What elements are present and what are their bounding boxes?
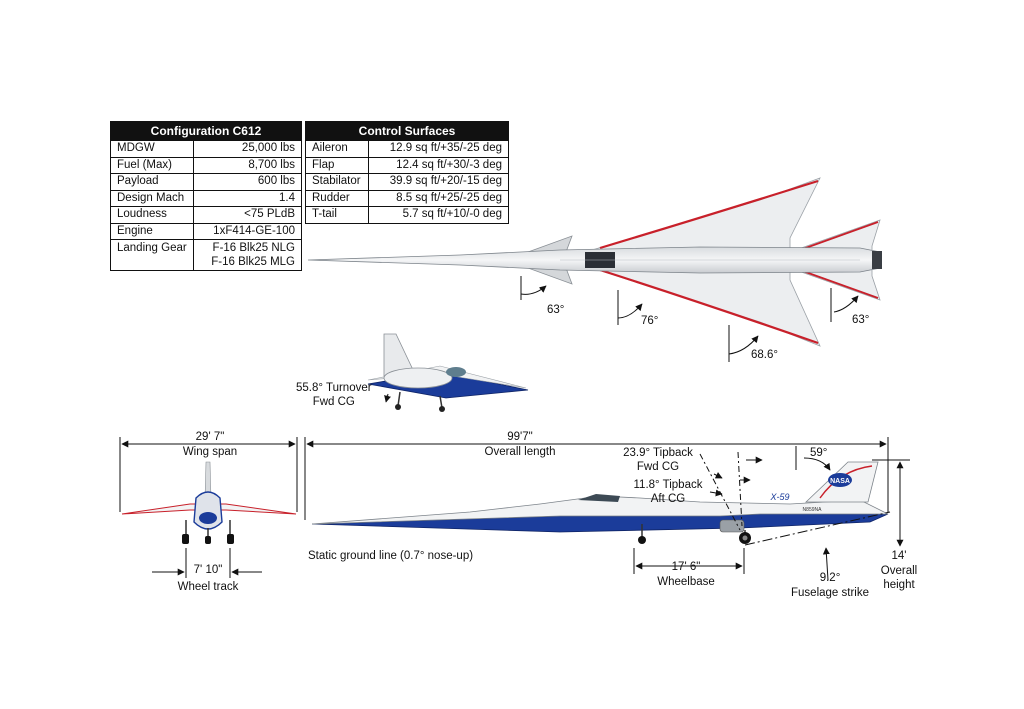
surface-value: 8.5 sq ft/+25/-25 deg [368,189,509,207]
wing-span-label: Wing span [182,446,238,458]
side-view-dimensions [304,437,910,581]
wheel-track-value: 7' 10" [193,564,223,576]
surface-value: 12.9 sq ft/+35/-25 deg [368,140,509,158]
tail-number: N859NA [803,507,823,513]
overall-length-label: Overall length [484,446,556,458]
overall-height-value: 14' [891,550,907,562]
tipback-aft-label: 11.8° Tipback Aft CG [628,478,708,506]
config-label: Loudness [110,206,194,224]
nasa-logo: NASA [830,478,850,485]
tail-stripe-upper [799,221,879,251]
side-fuselage [311,495,889,525]
turnover-cg: Fwd CG [312,396,355,408]
wing-stripe-upper [599,179,819,250]
tipback-aft-cg: Aft CG [650,493,686,505]
tipback-fwd-angle: 23.9° Tipback [623,447,693,459]
turnover-label: 55.8° Turnover Fwd CG [296,381,372,409]
side-belly [311,513,889,533]
config-value: F-16 Blk25 NLG F-16 Blk25 MLG [193,239,302,271]
tail-angle-label: 59° [810,447,828,459]
wing-outer-sweep-angle: 68.6° [751,349,778,361]
tail-sweep-angle: 63° [852,314,870,326]
surface-label: Flap [305,156,369,174]
surface-label: T-tail [305,206,369,224]
table-row: Fuel (Max)8,700 lbs [110,156,302,174]
overall-height-line2: height [883,579,915,591]
control-surfaces-title: Control Surfaces [305,121,509,141]
wing-span-value: 29' 7" [195,431,225,443]
configuration-table-title: Configuration C612 [110,121,302,141]
surface-label: Stabilator [305,173,369,191]
config-value: 8,700 lbs [193,156,302,174]
canard-sweep-angle: 63° [547,304,565,316]
tipback-aft-angle: 11.8° Tipback [633,479,703,491]
config-label: Landing Gear [110,239,194,271]
top-view-aircraft [307,177,882,347]
side-cockpit [578,494,620,502]
wheel-track-label: Wheel track [177,581,239,593]
table-row: Landing Gear F-16 Blk25 NLG F-16 Blk25 M… [110,239,302,271]
tail-stripe-lower [799,269,879,299]
nose-gear-value: F-16 Blk25 NLG [212,242,295,254]
fuselage-strike-label: Fuselage strike [791,587,869,599]
config-label: Fuel (Max) [110,156,194,174]
config-value: 1.4 [193,189,302,207]
turnover-angle: 55.8° Turnover [296,382,372,394]
wing-inner-sweep-angle: 76° [641,315,659,327]
top-view-angles [520,276,859,362]
side-view-aircraft: NASA X-59 N859NA [311,461,889,544]
overall-length-value: 99'7" [507,431,533,443]
surface-value: 5.7 sq ft/+10/-0 deg [368,206,509,224]
fuselage-strike-value: 9.2° [819,572,841,584]
overall-height-line1: Overall [880,565,918,577]
nasa-logo-shape [828,473,852,487]
wheelbase-label: Wheelbase [657,576,715,588]
tipback-fwd-cg: Fwd CG [636,461,680,473]
turnover-view-aircraft [367,333,529,412]
wing-stripe-lower [599,268,819,345]
overall-height-label: Overall height [876,564,922,592]
aircraft-name-marking: X-59 [769,492,789,502]
surface-value: 12.4 sq ft/+30/-3 deg [368,156,509,174]
front-view-aircraft [121,461,297,544]
tipback-fwd-label: 23.9° Tipback Fwd CG [618,446,698,474]
config-value: 1xF414-GE-100 [193,222,302,240]
wheelbase-value: 17' 6" [671,561,701,573]
front-view-dimensions [119,437,298,578]
main-gear-value: F-16 Blk25 MLG [211,256,295,268]
exhaust-nozzle [872,251,882,269]
static-ground-line-label: Static ground line (0.7° nose-up) [308,550,474,562]
